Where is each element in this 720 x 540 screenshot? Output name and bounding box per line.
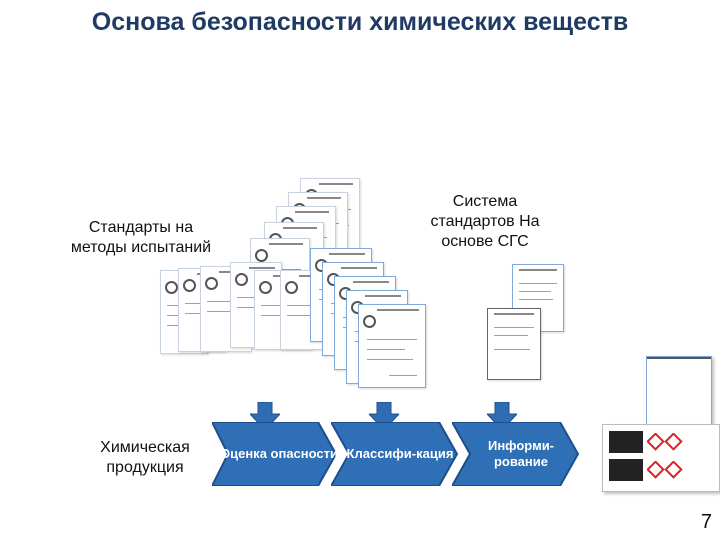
ghs-standards-system-label: Система стандартов На основе СГС — [430, 193, 540, 250]
chemical-products-label: Химическая продукция — [100, 439, 190, 476]
flow-step-label: Классифи-кация — [346, 446, 454, 461]
flow-step-label: Информи-рование — [487, 438, 555, 469]
ghs-standard-document — [487, 308, 541, 380]
flow-step-classification: Классифи-кация — [331, 422, 459, 486]
hazard-label — [602, 424, 720, 492]
flow-step-label: Оценка опасности — [220, 446, 338, 461]
slide-title: Основа безопасности химических веществ — [91, 8, 629, 36]
ghs-pictogram-icon — [647, 461, 683, 479]
test-methods-standards-label: Стандарты на методы испытаний — [70, 219, 212, 256]
standard-document — [358, 304, 426, 388]
ghs-pictogram-icon — [647, 433, 683, 451]
page-number: 7 — [700, 511, 712, 533]
flow-step-communication: Информи-рование — [452, 422, 580, 486]
flow-step-hazard-assessment: Оценка опасности — [212, 422, 338, 486]
